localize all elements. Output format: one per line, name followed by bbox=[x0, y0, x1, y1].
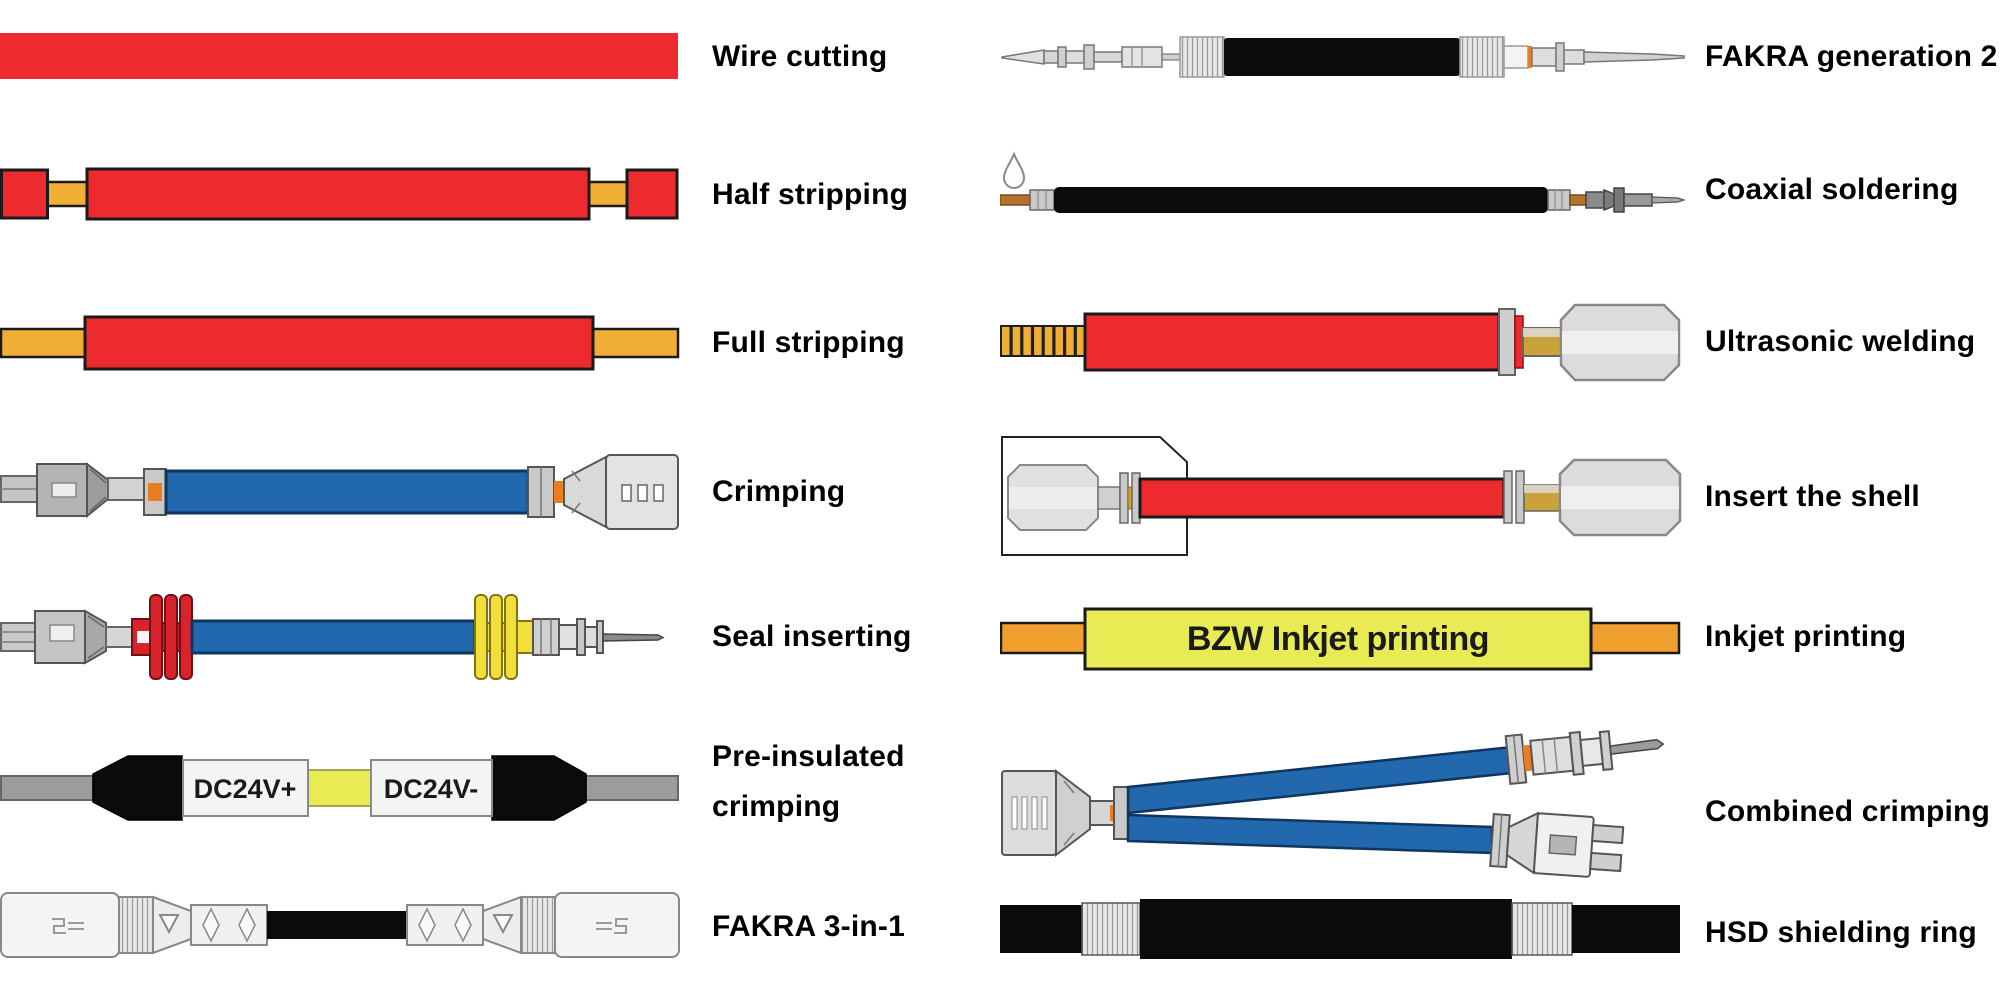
black-boot-left bbox=[92, 755, 183, 821]
insert-shell-label: Insert the shell bbox=[1705, 480, 1920, 513]
male-terminal-left bbox=[0, 609, 133, 665]
copper-core-right bbox=[1569, 194, 1587, 206]
full-stripping-label: Full stripping bbox=[712, 326, 905, 359]
spade-terminal-right bbox=[527, 454, 679, 530]
spade-terminal-left bbox=[1001, 768, 1131, 858]
shield-ring-right bbox=[1511, 902, 1573, 956]
wire-cutting-label: Wire cutting bbox=[712, 40, 888, 73]
red-seal bbox=[131, 594, 197, 680]
blue-wire bbox=[190, 619, 477, 655]
marker-tag-positive-text: DC24V+ bbox=[194, 774, 297, 804]
knurled-ferrule-left bbox=[1179, 36, 1225, 78]
hsd-shielding-ring-label: HSD shielding ring bbox=[1705, 916, 1977, 949]
conductor-left bbox=[0, 327, 87, 359]
fakra-gen2-art bbox=[1000, 25, 1686, 89]
solder-drop-icon bbox=[1002, 151, 1026, 189]
printed-text: BZW Inkjet printing bbox=[1187, 620, 1489, 658]
hsd-shielding-ring-art bbox=[1000, 895, 1686, 965]
inkjet-printing-art: BZW Inkjet printing bbox=[1000, 605, 1686, 675]
yellow-seal bbox=[474, 594, 534, 680]
pre-insulated-crimping-label: Pre-insulated crimping bbox=[712, 740, 905, 823]
conductor-left bbox=[45, 180, 91, 208]
knurled-ferrule-right bbox=[1459, 36, 1505, 78]
coax-terminal-right bbox=[1585, 187, 1686, 213]
fakra-connector-left bbox=[0, 892, 268, 958]
coaxial-soldering-label: Coaxial soldering bbox=[1705, 173, 1959, 206]
ferrule-left bbox=[1029, 189, 1055, 211]
ultrasonic-welding-art bbox=[1000, 300, 1686, 385]
red-wire bbox=[1083, 312, 1501, 372]
blue-wire-lower bbox=[1126, 813, 1494, 855]
pre-insulated-crimping-art: DC24V+ DC24V- bbox=[0, 750, 680, 826]
black-boot-right bbox=[491, 755, 587, 821]
insulation-cap-left bbox=[0, 168, 49, 220]
inkjet-printing-label: Inkjet printing bbox=[1705, 620, 1907, 653]
blue-wire-upper bbox=[1126, 745, 1514, 815]
ultrasonic-welding-label: Ultrasonic welding bbox=[1705, 325, 1976, 358]
black-cable bbox=[267, 911, 407, 939]
crimping-label: Crimping bbox=[712, 475, 846, 508]
orange-wire-right bbox=[1589, 621, 1681, 655]
conductor-right bbox=[591, 327, 680, 359]
pin-terminal-upper bbox=[1504, 730, 1665, 785]
fakra-3in1-label: FAKRA 3-in-1 bbox=[712, 910, 905, 943]
seal-inserting-label: Seal inserting bbox=[712, 620, 912, 653]
pin-assembly-right bbox=[1503, 42, 1685, 72]
black-cable bbox=[1054, 187, 1548, 213]
box-terminal-lower bbox=[1489, 811, 1625, 878]
marker-tag-negative: DC24V- bbox=[370, 759, 493, 817]
marker-tag-positive: DC24V+ bbox=[182, 759, 309, 817]
insert-shell-art bbox=[1000, 435, 1686, 560]
marker-tag-negative-text: DC24V- bbox=[384, 774, 479, 804]
crimping-art bbox=[0, 447, 680, 537]
half-stripping-art bbox=[0, 166, 680, 222]
black-cable-right bbox=[1572, 905, 1680, 953]
wire-cutting-art bbox=[0, 33, 678, 79]
red-wire bbox=[1138, 477, 1506, 519]
fakra-gen2-label: FAKRA generation 2 bbox=[1705, 40, 1998, 73]
copper-core-left bbox=[1000, 194, 1031, 206]
combined-crimping-label: Combined crimping bbox=[1705, 795, 1991, 828]
fakra-3in1-art bbox=[0, 885, 680, 965]
half-stripping-label: Half stripping bbox=[712, 178, 909, 211]
male-terminal-left bbox=[0, 461, 167, 519]
insulation-cap-right bbox=[625, 168, 679, 220]
black-cable-body bbox=[1224, 38, 1460, 76]
fakra-connector-right bbox=[406, 892, 680, 958]
ferrule-right bbox=[1547, 189, 1571, 211]
orange-wire-left bbox=[1000, 621, 1087, 655]
gray-wire-right bbox=[585, 775, 679, 801]
conductor-right bbox=[586, 180, 630, 208]
hex-shell bbox=[1559, 303, 1681, 382]
pin-assembly-left bbox=[1001, 44, 1181, 70]
yellow-printed-sleeve bbox=[1083, 607, 1593, 671]
blue-wire bbox=[164, 469, 530, 515]
seal-inserting-art bbox=[0, 585, 680, 690]
black-cable-middle bbox=[1140, 899, 1512, 959]
hex-shell-left bbox=[1007, 464, 1141, 531]
welded-strand-segments bbox=[1000, 325, 1087, 357]
black-cable-left bbox=[1000, 905, 1082, 953]
combined-crimping-art bbox=[1000, 725, 1686, 900]
shield-ring-left bbox=[1081, 902, 1141, 956]
gray-wire-left bbox=[0, 775, 94, 801]
hex-shell-right bbox=[1503, 458, 1682, 537]
insulation-body bbox=[83, 315, 595, 371]
insulation-body bbox=[85, 167, 591, 221]
flange-ring bbox=[1498, 308, 1516, 376]
full-stripping-art bbox=[0, 314, 680, 372]
coaxial-soldering-art bbox=[1000, 140, 1686, 240]
pin-terminal-right bbox=[532, 618, 665, 656]
red-wire-segment bbox=[0, 33, 678, 79]
